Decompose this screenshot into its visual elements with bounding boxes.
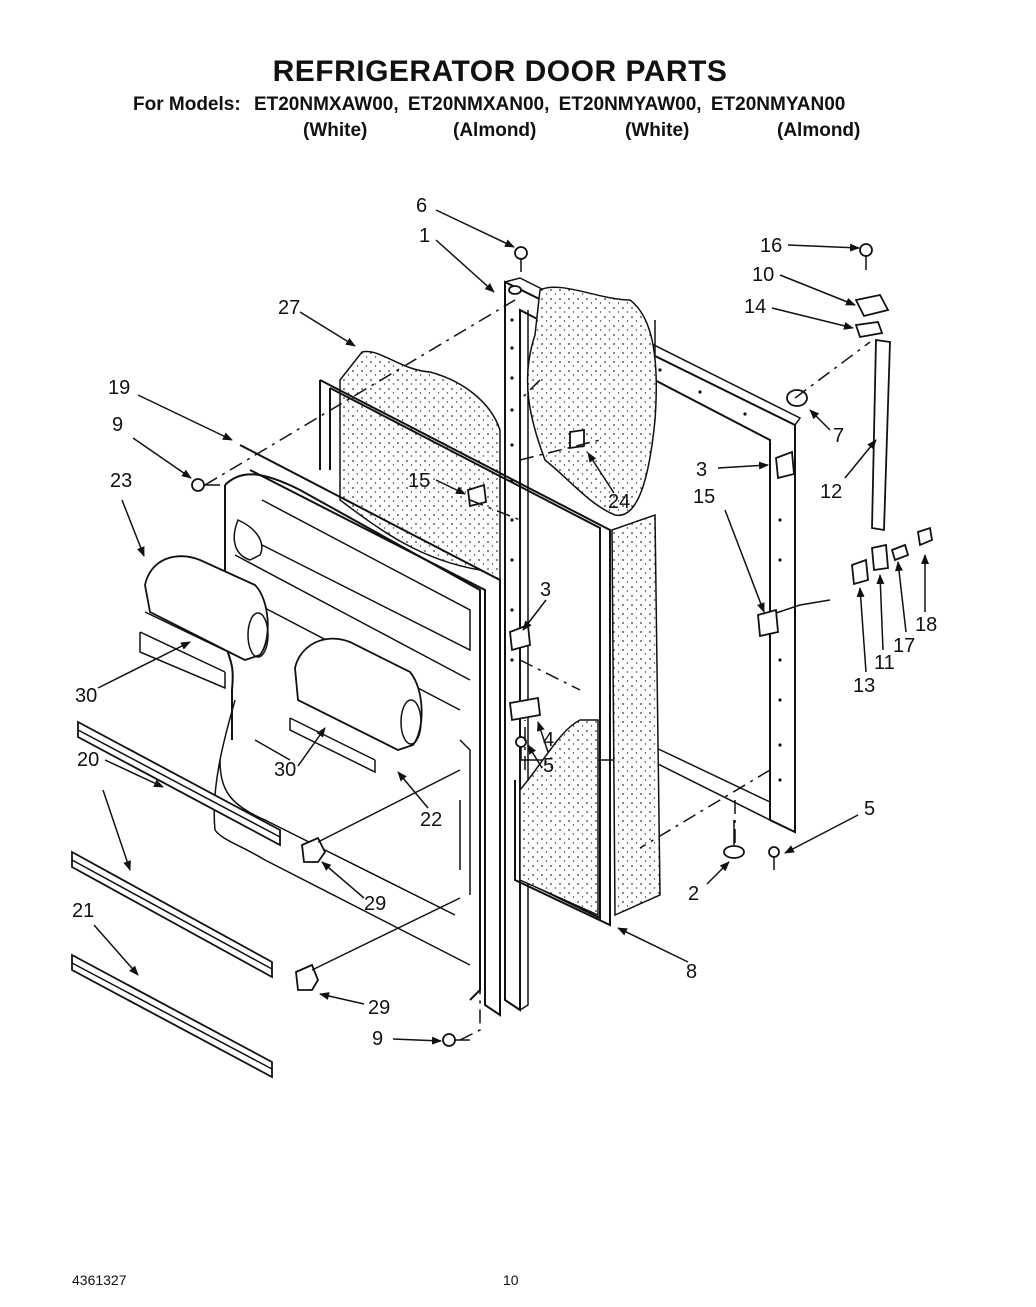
callout-30: 30 [274,759,296,781]
callout-1: 1 [419,225,430,247]
model-finish: (Almond) [453,120,537,141]
callout-24: 24 [608,491,630,513]
callout-6: 6 [416,195,427,217]
hardware [191,243,934,1047]
door-insulation-patch [526,286,658,516]
callout-19: 19 [108,377,130,399]
callout-11: 11 [874,652,895,674]
callout-3: 3 [696,459,707,481]
callout-14: 14 [744,296,766,318]
callout-9: 9 [112,414,123,436]
callout-3: 3 [540,579,551,601]
door-bin-23 [139,555,269,690]
model-finish: (White) [625,120,690,141]
model-finish: (Almond) [777,120,861,141]
callout-29: 29 [364,893,386,915]
model-finish: (White) [303,120,368,141]
callout-21: 21 [72,900,94,922]
door-bin-22 [289,637,423,774]
models-label: For Models: [133,94,241,115]
assembly-lines [204,299,871,1041]
door-insulation [339,350,501,582]
callout-5: 5 [864,798,875,820]
callout-9: 9 [372,1028,383,1050]
callout-29: 29 [368,997,390,1019]
page-title: REFRIGERATOR DOOR PARTS [272,55,728,88]
callout-30: 30 [75,685,97,707]
door-gasket [319,379,661,927]
shelf-retainer-lower [295,963,320,991]
page-number: 10 [503,1272,519,1288]
callout-27: 27 [278,297,300,319]
model-number: ET20NMYAW00, [558,94,702,115]
door-liner [213,444,501,1017]
callout-4: 4 [543,729,554,751]
callout-12: 12 [820,481,842,503]
callout-7: 7 [833,425,844,447]
callout-2: 2 [688,883,699,905]
callout-15: 15 [408,470,430,492]
models-list: For Models: ET20NMXAW00, ET20NMXAN00, ET… [133,94,845,116]
callout-leaders [93,209,929,1045]
callout-5: 5 [543,755,554,777]
callout-8: 8 [686,961,697,983]
callout-labels: 6 1 16 10 14 27 7 19 9 3 23 15 12 24 15 … [72,195,937,1050]
callout-18: 18 [915,614,937,636]
shelf-trim-upper [77,720,281,847]
shelf-retainer-upper [301,836,327,863]
callout-13: 13 [853,675,875,697]
callout-17: 17 [893,635,915,657]
model-number: ET20NMXAN00, [407,94,550,115]
document-number: 4361327 [72,1272,127,1288]
callout-16: 16 [760,235,782,257]
callout-10: 10 [752,264,774,286]
shelf-trim-middle [71,850,273,979]
shelf-trim-lower [71,953,273,1079]
callout-20: 20 [77,749,99,771]
model-number: ET20NMYAN00 [710,94,846,115]
callout-22: 22 [420,809,442,831]
callout-23: 23 [110,470,132,492]
callout-15: 15 [693,486,715,508]
model-number: ET20NMXAW00, [253,94,399,115]
